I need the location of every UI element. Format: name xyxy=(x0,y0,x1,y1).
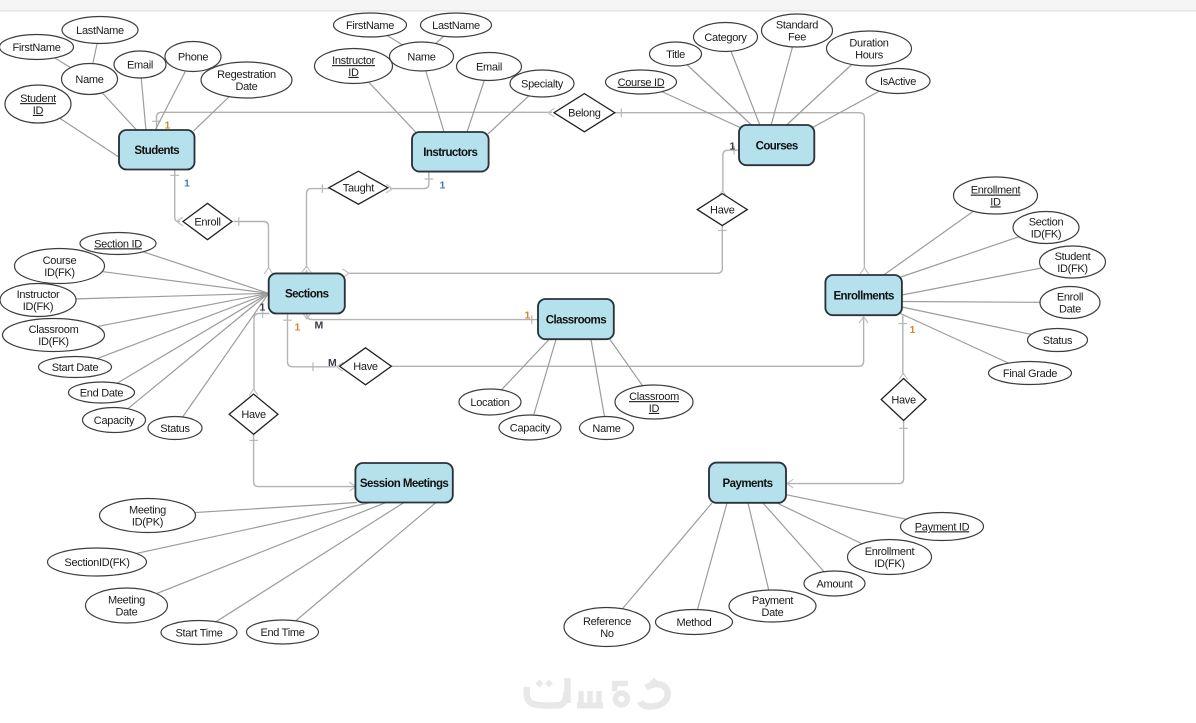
svg-text:Payment ID: Payment ID xyxy=(915,521,970,533)
svg-text:Student: Student xyxy=(1055,251,1091,263)
svg-text:ID(PK): ID(PK) xyxy=(132,516,163,528)
svg-text:Amount: Amount xyxy=(816,578,852,590)
svg-text:1: 1 xyxy=(260,302,266,314)
svg-text:No: No xyxy=(600,628,614,640)
svg-text:ID: ID xyxy=(348,67,359,79)
svg-text:FirstName: FirstName xyxy=(346,20,394,32)
svg-text:Location: Location xyxy=(470,397,509,409)
svg-text:ID(FK): ID(FK) xyxy=(44,267,75,279)
svg-text:Course ID: Course ID xyxy=(618,77,665,89)
svg-text:End Date: End Date xyxy=(80,387,124,399)
svg-text:Final Grade: Final Grade xyxy=(1003,368,1057,380)
svg-text:FirstName: FirstName xyxy=(12,42,60,54)
svg-text:1: 1 xyxy=(730,141,736,153)
svg-text:Capacity: Capacity xyxy=(510,422,551,434)
svg-text:Classroom: Classroom xyxy=(29,324,79,336)
svg-text:Category: Category xyxy=(704,32,747,44)
svg-text:Classrooms: Classrooms xyxy=(546,314,606,326)
svg-text:ID(FK): ID(FK) xyxy=(38,336,69,348)
svg-text:Duration: Duration xyxy=(849,38,888,50)
svg-text:Classroom: Classroom xyxy=(629,391,679,403)
svg-text:Have: Have xyxy=(241,409,266,421)
svg-text:ID(FK): ID(FK) xyxy=(1031,228,1062,240)
svg-text:Name: Name xyxy=(407,51,435,63)
svg-text:ID: ID xyxy=(33,105,44,117)
svg-text:Students: Students xyxy=(134,145,179,157)
svg-text:End Time: End Time xyxy=(260,627,304,639)
svg-text:Specialty: Specialty xyxy=(521,78,564,90)
svg-text:Phone: Phone xyxy=(178,51,208,63)
svg-text:Method: Method xyxy=(677,617,712,629)
svg-text:Sections: Sections xyxy=(285,289,329,301)
svg-text:Payments: Payments xyxy=(723,478,773,490)
svg-text:ID(FK): ID(FK) xyxy=(1057,263,1088,275)
svg-text:Session Meetings: Session Meetings xyxy=(360,478,448,490)
svg-text:Belong: Belong xyxy=(568,108,601,120)
svg-text:Have: Have xyxy=(710,204,735,216)
svg-text:Status: Status xyxy=(1043,335,1073,347)
svg-text:Student: Student xyxy=(20,93,56,105)
svg-text:Section: Section xyxy=(1029,217,1064,229)
svg-text:Regestration: Regestration xyxy=(217,69,276,81)
svg-text:LastName: LastName xyxy=(76,25,124,37)
svg-text:Enroll: Enroll xyxy=(194,216,220,228)
svg-text:Instructors: Instructors xyxy=(423,147,477,159)
svg-text:Start Date: Start Date xyxy=(52,362,99,374)
svg-text:Enrollments: Enrollments xyxy=(833,290,894,302)
svg-text:M: M xyxy=(328,357,337,369)
svg-text:ID: ID xyxy=(990,196,1001,208)
svg-text:Hours: Hours xyxy=(855,49,884,61)
svg-text:Email: Email xyxy=(127,59,153,71)
svg-text:Meeting: Meeting xyxy=(108,595,145,607)
svg-text:1: 1 xyxy=(525,310,531,322)
svg-text:Instructor: Instructor xyxy=(332,55,375,67)
svg-text:M: M xyxy=(315,320,324,332)
svg-text:Date: Date xyxy=(1059,303,1081,315)
svg-text:Meeting: Meeting xyxy=(129,505,166,517)
svg-text:1: 1 xyxy=(440,180,446,192)
svg-text:ID(FK): ID(FK) xyxy=(874,558,905,570)
svg-text:LastName: LastName xyxy=(432,20,480,32)
svg-text:Capacity: Capacity xyxy=(94,415,135,427)
svg-text:1: 1 xyxy=(165,120,171,132)
svg-text:Reference: Reference xyxy=(583,616,631,628)
svg-text:Have: Have xyxy=(891,394,916,406)
svg-text:Taught: Taught xyxy=(343,183,374,195)
svg-text:Have: Have xyxy=(353,361,378,373)
svg-text:Enrollment: Enrollment xyxy=(971,185,1021,197)
svg-text:Status: Status xyxy=(160,423,190,435)
svg-text:Courses: Courses xyxy=(756,140,798,152)
svg-text:1: 1 xyxy=(295,322,301,334)
svg-text:Date: Date xyxy=(115,606,137,618)
svg-text:Email: Email xyxy=(476,61,502,73)
svg-text:Standard: Standard xyxy=(776,20,818,32)
svg-text:Start Time: Start Time xyxy=(175,627,222,639)
svg-text:ID(FK): ID(FK) xyxy=(23,301,54,313)
svg-text:1: 1 xyxy=(910,324,916,336)
svg-text:ID: ID xyxy=(649,403,660,415)
svg-text:Payment: Payment xyxy=(752,595,794,607)
svg-text:Fee: Fee xyxy=(788,31,806,43)
svg-text:Date: Date xyxy=(235,81,257,93)
svg-text:Date: Date xyxy=(761,607,783,619)
svg-text:Title: Title xyxy=(666,49,685,61)
svg-text:Instructor: Instructor xyxy=(17,289,60,301)
svg-text:Name: Name xyxy=(75,74,103,86)
svg-text:IsActive: IsActive xyxy=(880,76,916,88)
svg-text:Enroll: Enroll xyxy=(1057,292,1083,304)
svg-text:1: 1 xyxy=(184,178,190,190)
svg-text:Enrollment: Enrollment xyxy=(865,546,915,558)
svg-text:Course: Course xyxy=(43,255,77,267)
svg-text:Name: Name xyxy=(592,423,620,435)
svg-text:SectionID(FK): SectionID(FK) xyxy=(64,557,129,569)
svg-text:Section ID: Section ID xyxy=(94,238,142,250)
